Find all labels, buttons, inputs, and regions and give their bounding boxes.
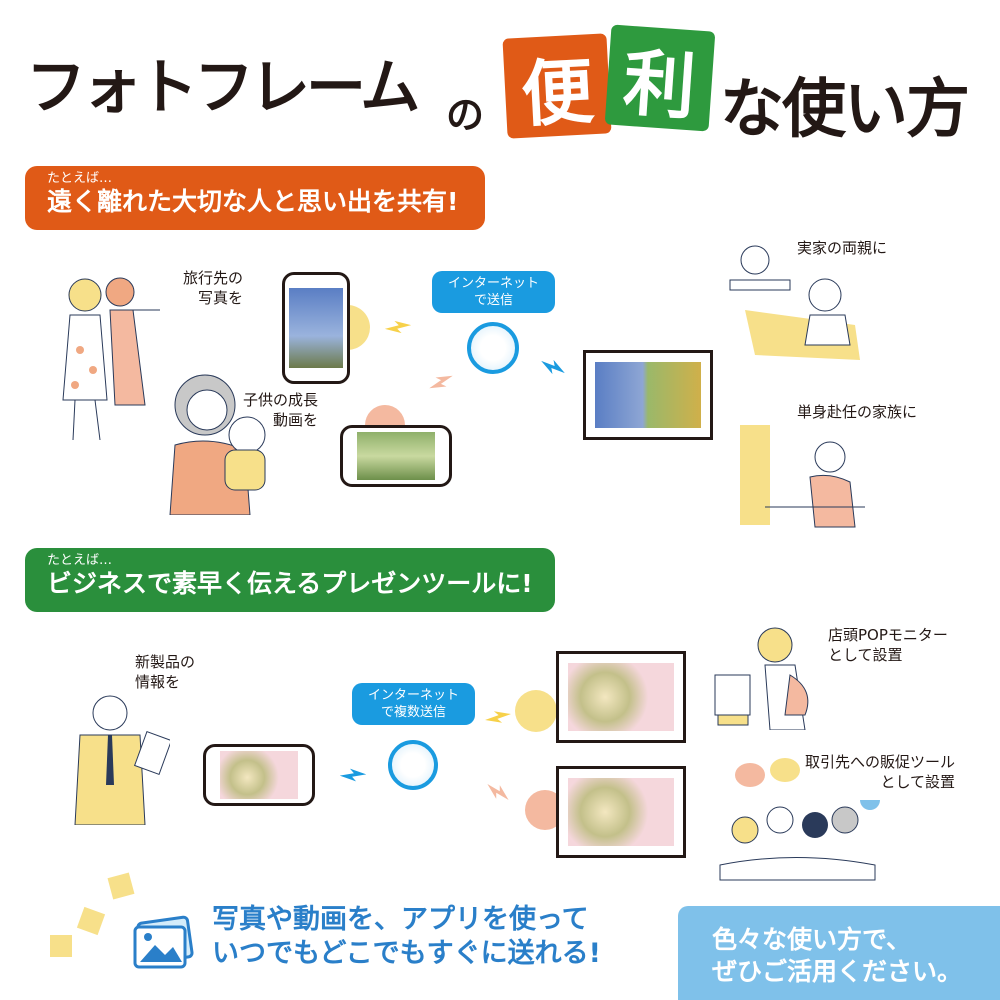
signal-bolt-icon — [339, 765, 368, 785]
title-rest: な使い方 — [720, 73, 970, 147]
label-family: 単身赴任の家族に — [797, 403, 918, 421]
section2-banner: たとえば… ビジネスで素早く伝えるプレゼンツールに! — [25, 548, 555, 612]
section2-heading: ビジネスで素早く伝えるプレゼンツールに! — [47, 569, 533, 598]
phone-landscape — [340, 425, 452, 487]
title-box-ben: 便 — [502, 33, 612, 139]
signal-bolt-icon — [427, 368, 456, 395]
signal-bolt-icon — [483, 705, 512, 729]
section2-prefix: たとえば… — [47, 553, 113, 568]
signal-bolt-icon — [383, 316, 412, 338]
globe-icon — [467, 322, 519, 374]
title-box-ri: 利 — [604, 24, 716, 132]
photo-frame-client — [556, 766, 686, 858]
section1-banner: たとえば… 遠く離れた大切な人と思い出を共有! — [25, 166, 485, 230]
phone-landscape-product — [203, 744, 315, 806]
section1-prefix: たとえば… — [47, 171, 113, 186]
child-video — [357, 432, 435, 480]
send-bubble: インターネット で送信 — [432, 271, 555, 313]
footer-app-text: 写真や動画を、アプリを使って いつでもどこでもすぐに送れる! — [212, 904, 601, 969]
footer-cta: 色々な使い方で、 ぜひご活用ください。 — [678, 906, 1000, 1000]
travel-couple-illustration — [45, 270, 165, 450]
deco-circle — [515, 690, 557, 732]
title-particle: の — [446, 93, 485, 137]
businessman-illustration — [60, 695, 170, 825]
label-travel: 旅行先の 写真を — [183, 269, 244, 307]
photo-frame — [583, 350, 713, 440]
signal-bolt-icon — [539, 357, 568, 377]
worker-illustration — [735, 425, 875, 530]
macaron-photo — [568, 663, 674, 731]
label-child: 子供の成長 動画を — [243, 391, 319, 429]
speech-bubbles-illustration — [710, 755, 800, 795]
mother-baby-illustration — [165, 365, 275, 515]
gallery-send-icon — [45, 865, 195, 975]
frame-photos — [595, 362, 701, 428]
parents-illustration — [725, 240, 865, 365]
label-client: 取引先への販促ツール として設置 — [805, 753, 956, 791]
section1-heading: 遠く離れた大切な人と思い出を共有! — [47, 187, 459, 216]
shopper-illustration — [710, 620, 825, 730]
label-parents: 実家の両親に — [797, 239, 888, 257]
meeting-illustration — [710, 800, 880, 885]
photo-frame-store — [556, 651, 686, 743]
phone-portrait — [282, 272, 350, 384]
send-multiple-bubble: インターネット で複数送信 — [352, 683, 475, 725]
macaron-photo — [220, 751, 298, 799]
label-pop: 店頭POPモニター として設置 — [828, 626, 948, 664]
macaron-photo — [568, 778, 674, 846]
church-photo — [289, 288, 343, 368]
globe-icon — [388, 740, 438, 790]
signal-bolt-icon — [483, 780, 512, 804]
label-product: 新製品の 情報を — [135, 653, 196, 691]
title-main: フォトフレーム — [26, 53, 420, 123]
